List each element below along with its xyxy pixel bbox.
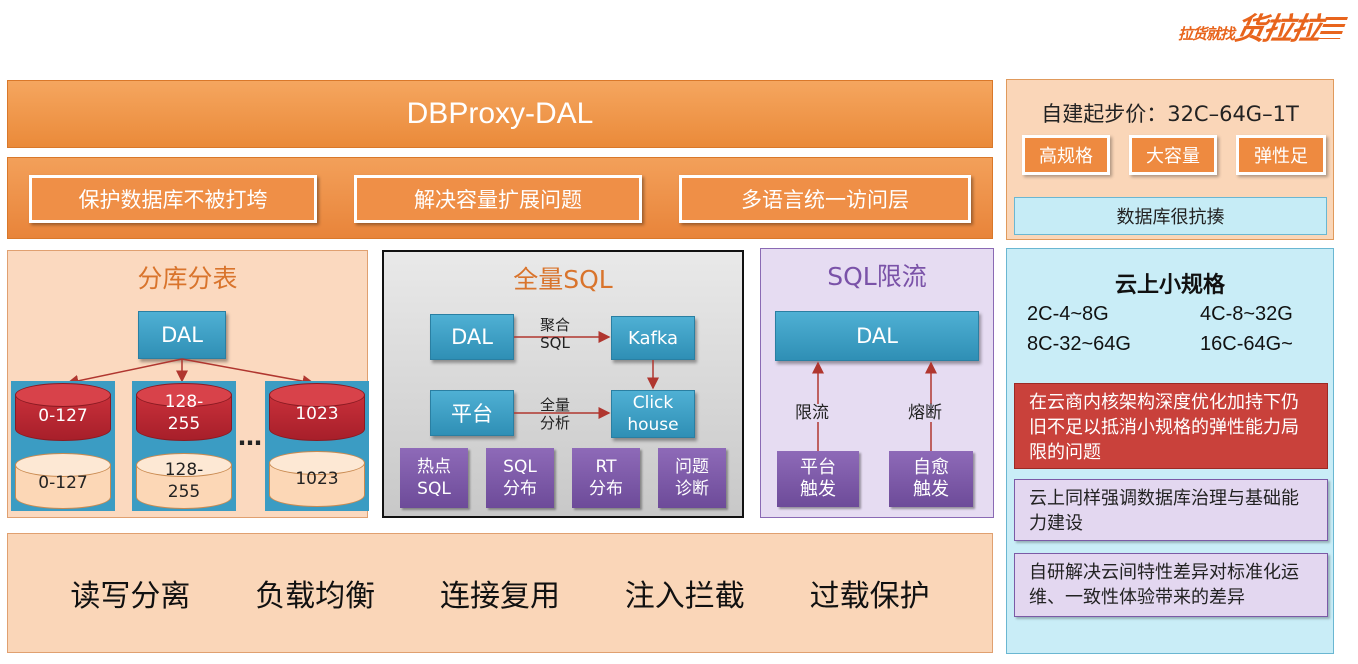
full-sql-dal-box: DAL xyxy=(430,314,514,360)
tool-sql-distribution: SQL 分布 xyxy=(486,448,554,508)
tag-large-capacity: 大容量 xyxy=(1129,135,1217,175)
clickhouse-box: Click house xyxy=(611,390,695,438)
feature-bar: 保护数据库不被打垮 解决容量扩展问题 多语言统一访问层 xyxy=(7,157,993,239)
replica-db-1-label: 128- 255 xyxy=(164,460,204,502)
full-sql-title: 全量SQL xyxy=(513,265,613,294)
tool-diagnosis: 问题 诊断 xyxy=(658,448,726,508)
primary-db-0-label: 0-127 xyxy=(38,406,88,426)
sharding-dal-box: DAL xyxy=(138,311,226,359)
dbproxy-banner: DBProxy-DAL xyxy=(7,80,993,148)
capability-injection-block: 注入拦截 xyxy=(624,579,745,614)
primary-db-2-label: 1023 xyxy=(295,404,339,424)
circuit-break-label: 熔断 xyxy=(908,403,942,423)
tag-elastic: 弹性足 xyxy=(1236,135,1326,175)
throttle-label: 限流 xyxy=(795,403,829,423)
cloud-spec: 16C-64G~ xyxy=(1200,333,1293,355)
rate-limit-title: SQL限流 xyxy=(827,262,927,291)
self-built-panel: 自建起步价：32C–64G–1T 高规格 大容量 弹性足 数据库很抗揍 xyxy=(1006,79,1334,240)
cloud-spec: 2C-4~8G xyxy=(1027,303,1109,325)
platform-trigger-box: 平台 触发 xyxy=(777,451,859,507)
tool-hot-sql: 热点 SQL xyxy=(400,448,468,508)
replica-db-2-label: 1023 xyxy=(295,469,339,489)
sharding-panel: 分库分表 DAL 0-127 0-127 128- 255 128- 255 …… xyxy=(7,250,369,518)
company-logo: 拉货就找 货拉拉 xyxy=(1177,4,1349,48)
cloud-note-differences: 自研解决云间特性差异对标准化运维、一致性体验带来的差异 xyxy=(1014,553,1328,617)
cloud-spec: 4C-8~32G xyxy=(1200,303,1293,325)
self-heal-trigger-box: 自愈 触发 xyxy=(889,451,973,507)
full-sql-arrows xyxy=(514,331,659,419)
sharding-title: 分库分表 xyxy=(137,264,238,293)
capability-overload-protect: 过载保护 xyxy=(809,579,930,614)
cloud-title: 云上小规格 xyxy=(1114,273,1225,298)
more-shards-ellipsis: … xyxy=(238,423,262,451)
cloud-spec: 8C-32~64G xyxy=(1027,333,1131,355)
replica-db-0: 0-127 xyxy=(15,453,111,509)
primary-db-2: 1023 xyxy=(269,383,365,441)
self-built-price: 自建起步价：32C–64G–1T xyxy=(1041,102,1299,126)
capability-connection-reuse: 连接复用 xyxy=(439,579,560,614)
primary-db-0: 0-127 xyxy=(15,383,111,441)
primary-db-1: 128- 255 xyxy=(136,383,232,441)
rate-limit-panel: SQL限流 DAL 限流 熔断 平台 触发 自愈 触发 xyxy=(760,248,994,518)
cloud-panel: 云上小规格 2C-4~8G 4C-8~32G 8C-32~64G 16C-64G… xyxy=(1006,248,1334,654)
logo-small-text: 拉货就找 xyxy=(1177,25,1235,43)
tool-rt-distribution: RT 分布 xyxy=(572,448,640,508)
banner-title: DBProxy-DAL xyxy=(406,97,594,130)
sharding-arrows xyxy=(66,358,315,388)
cloud-note-limit: 在云商内核架构深度优化加持下仍旧不足以抵消小规格的弹性能力局限的问题 xyxy=(1014,383,1328,469)
feature-protect: 保护数据库不被打垮 xyxy=(29,175,317,223)
replica-db-1: 128- 255 xyxy=(136,453,232,509)
aggregate-sql-label: 聚合 SQL xyxy=(540,316,571,352)
capability-bar: 读写分离 负载均衡 连接复用 注入拦截 过载保护 xyxy=(7,533,993,653)
platform-box: 平台 xyxy=(430,390,514,436)
kafka-box: Kafka xyxy=(611,316,695,360)
full-sql-panel: 全量SQL DAL Kafka 平台 Click house 聚合 SQL 全量… xyxy=(382,250,744,518)
capability-load-balance: 负载均衡 xyxy=(255,579,376,614)
capability-rw-split: 读写分离 xyxy=(70,579,191,614)
primary-db-1-label: 128- 255 xyxy=(164,392,204,434)
full-analysis-label: 全量 分析 xyxy=(540,396,571,432)
logo-stripes-icon xyxy=(1317,17,1349,39)
self-built-summary: 数据库很抗揍 xyxy=(1014,197,1327,235)
feature-capacity: 解决容量扩展问题 xyxy=(354,175,642,223)
replica-db-2: 1023 xyxy=(269,451,365,507)
feature-multilang: 多语言统一访问层 xyxy=(679,175,971,223)
logo-big-text: 货拉拉 xyxy=(1231,12,1323,47)
cloud-note-governance: 云上同样强调数据库治理与基础能力建设 xyxy=(1014,479,1328,541)
replica-db-0-label: 0-127 xyxy=(38,473,88,493)
tag-high-spec: 高规格 xyxy=(1022,135,1110,175)
rate-limit-dal-box: DAL xyxy=(775,311,979,361)
